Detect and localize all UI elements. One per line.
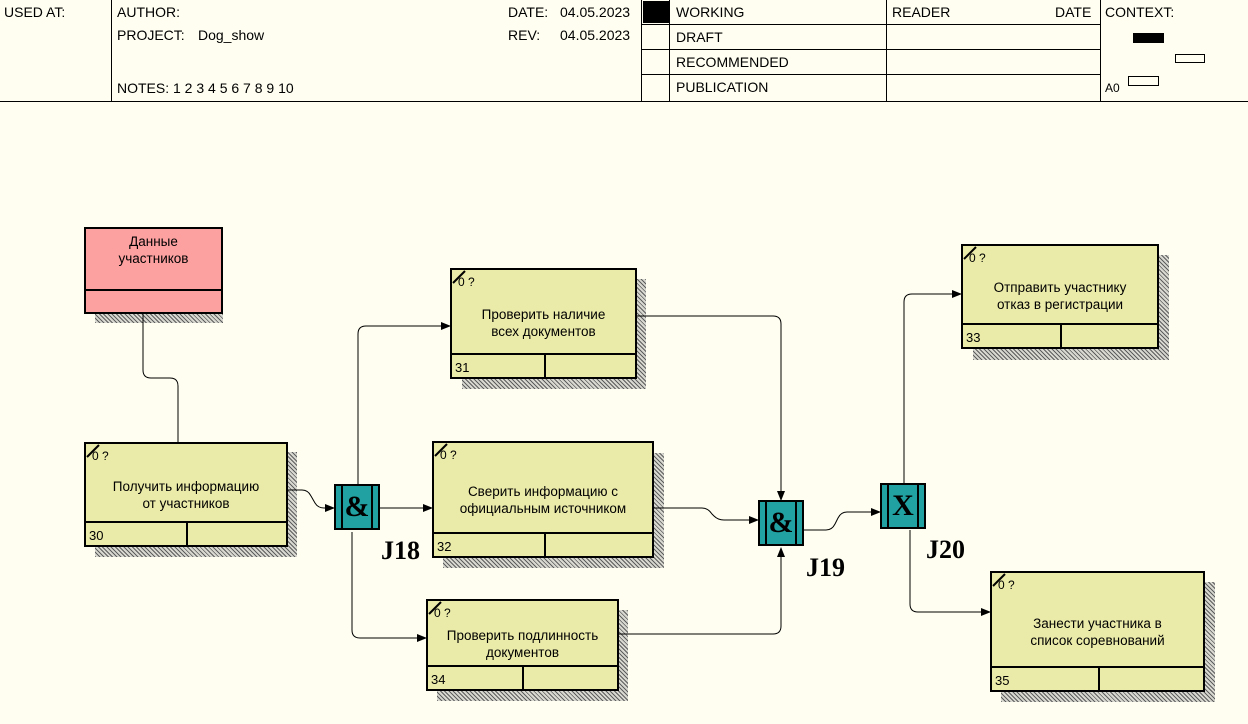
node-label: A0 [1105, 81, 1120, 95]
idef3-header-frame: USED AT: AUTHOR: PROJECT: Dog_show NOTES… [0, 0, 1248, 102]
uob-footer-divider [1098, 668, 1100, 690]
uob-footer [963, 323, 1157, 347]
status-recommended: RECOMMENDED [676, 54, 789, 70]
link-j20-33 [903, 290, 962, 483]
entity-divider [86, 289, 221, 291]
status-publication: PUBLICATION [676, 79, 769, 95]
uob-footer-divider [186, 523, 188, 545]
uob-footer-divider [1060, 325, 1062, 347]
link-j18-34 [351, 532, 427, 642]
used-at-label: USED AT: [4, 4, 66, 20]
junction-symbol: & [344, 490, 370, 523]
link-j18-31 [357, 322, 451, 484]
junction-j20[interactable]: X [880, 483, 926, 529]
uob-footer [434, 532, 652, 556]
status-working: WORKING [676, 4, 745, 20]
uob-footer-divider [522, 667, 524, 689]
uob-number: 31 [455, 360, 470, 375]
uob-ref: 0 ? [458, 275, 475, 289]
context-label: CONTEXT: [1105, 4, 1175, 20]
uob-footer [86, 521, 286, 545]
uob-footer-divider [544, 355, 546, 377]
rev-value: 04.05.2023 [560, 27, 631, 43]
junction-label: J20 [926, 535, 965, 564]
junction-j19[interactable]: & [758, 500, 804, 546]
entity-link [142, 314, 179, 442]
uob-number: 33 [966, 330, 981, 345]
uob-ref: 0 ? [998, 578, 1015, 592]
uob-ref: 0 ? [92, 449, 109, 463]
context-box [1175, 54, 1205, 63]
junction-symbol: & [768, 506, 794, 539]
uob-footer [992, 666, 1203, 690]
link-j20-35 [909, 530, 991, 616]
status-draft: DRAFT [676, 29, 723, 45]
uob-footer [428, 665, 617, 689]
rev-label: REV: [508, 27, 541, 43]
date-value: 04.05.2023 [560, 4, 631, 20]
uob-number: 32 [437, 539, 452, 554]
project-name: Dog_show [198, 27, 265, 43]
link-34-j19 [619, 547, 785, 635]
date-label: DATE: [508, 4, 549, 20]
link-j19-j20 [804, 508, 881, 531]
link-32-j19 [654, 507, 759, 524]
junction-label: J18 [381, 536, 420, 565]
context-box [1128, 76, 1159, 86]
junction-label: J19 [806, 553, 845, 582]
link-31-j19 [637, 315, 785, 501]
uob-number: 35 [995, 673, 1010, 688]
reader-label: READER [892, 4, 951, 20]
working-status-marker [643, 1, 670, 23]
uob-footer [452, 353, 635, 377]
context-box-current [1133, 33, 1164, 43]
project-label: PROJECT: [117, 27, 185, 43]
notes-label: NOTES: 1 2 3 4 5 6 7 8 9 10 [117, 80, 294, 96]
reader-date-label: DATE [1055, 4, 1092, 20]
uob-footer-divider [544, 534, 546, 556]
uob-ref: 0 ? [434, 606, 451, 620]
junction-j18[interactable]: & [334, 484, 380, 530]
uob-number: 34 [431, 672, 446, 687]
uob-ref: 0 ? [440, 448, 457, 462]
uob-number: 30 [89, 528, 104, 543]
junction-symbol: X [892, 489, 914, 522]
author-label: AUTHOR: [117, 4, 180, 20]
uob-ref: 0 ? [969, 251, 986, 265]
link-30-j18 [288, 489, 335, 512]
